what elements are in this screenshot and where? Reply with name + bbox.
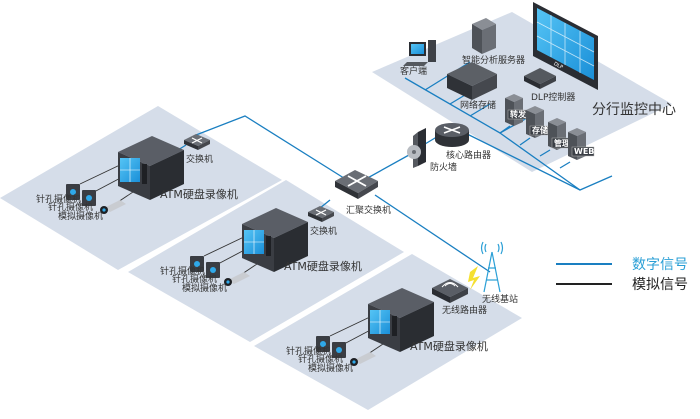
firewall[interactable] (407, 128, 426, 168)
pinhole-camera[interactable] (332, 342, 346, 358)
link-aggregation-switch2 (319, 199, 331, 209)
client-pc[interactable] (403, 40, 436, 66)
network-storage-label: 网络存储 (460, 99, 496, 111)
monitoring-center-panel (372, 12, 672, 172)
pinhole-camera-label: 针孔摄像机 (48, 201, 93, 213)
server-management[interactable]: 管理 (548, 118, 573, 150)
firewall-label: 防火墙 (430, 161, 457, 173)
branch-switch[interactable] (184, 134, 210, 150)
core-router-label: 核心路由器 (446, 149, 491, 161)
analog-camera-label: 模拟摄像机 (308, 362, 353, 374)
branch-switch[interactable] (308, 206, 334, 222)
atm-dvr-label: ATM硬盘录像机 (284, 259, 362, 273)
branch-switch-label: 交换机 (310, 225, 337, 237)
analog-camera-label: 模拟摄像机 (58, 210, 103, 222)
legend-digital-line (556, 263, 612, 265)
server-forward-label: 转发 (510, 109, 527, 119)
atm-dvr-label: ATM硬盘录像机 (160, 187, 238, 201)
legend-digital-label: 数字信号 (632, 257, 688, 273)
analog-camera[interactable] (100, 200, 126, 214)
analog-camera-label: 模拟摄像机 (182, 282, 227, 294)
wireless-router[interactable] (432, 279, 468, 303)
wireless-signal-icon (468, 266, 480, 290)
legend-analog: 模拟信号 (556, 274, 688, 294)
legend-digital: 数字信号 (556, 254, 688, 274)
atm-dvr[interactable] (118, 136, 184, 200)
legend-analog-line (556, 283, 612, 285)
atm-dvr-label: ATM硬盘录像机 (410, 339, 488, 353)
analog-camera[interactable] (350, 352, 376, 366)
pinhole-camera[interactable] (206, 262, 220, 278)
pinhole-camera[interactable] (66, 184, 80, 200)
analysis-server-label: 智能分析服务器 (462, 54, 525, 66)
pinhole-camera-label: 针孔摄像机 (160, 265, 205, 277)
server-forward[interactable]: 转发 (505, 94, 527, 126)
dlp-controller[interactable] (524, 68, 556, 89)
server-web-label: WEB (574, 147, 594, 156)
pinhole-camera-label: 针孔摄像机 (298, 353, 343, 365)
server-web[interactable]: WEB (568, 128, 594, 160)
atm-dvr[interactable] (368, 288, 434, 352)
client-label: 客户端 (400, 65, 427, 77)
dlp-controller-label: DLP控制器 (531, 91, 575, 103)
aggregation-switch[interactable] (335, 170, 378, 199)
server-management-label: 管理 (554, 138, 570, 148)
server-storage[interactable]: 存储 (526, 106, 549, 138)
pinhole-camera[interactable] (82, 190, 96, 206)
pinhole-camera-label: 针孔摄像机 (286, 345, 331, 357)
legend-analog-label: 模拟信号 (632, 277, 688, 293)
link-switch1-aggregation (195, 115, 356, 186)
analysis-server[interactable] (472, 18, 496, 54)
branch-switch-label: 交换机 (186, 153, 213, 165)
analog-camera[interactable] (224, 272, 250, 286)
dlp-brand: DLP (552, 61, 563, 71)
pinhole-camera-label: 针孔摄像机 (172, 273, 217, 285)
dlp-video-wall[interactable]: DLP (533, 2, 598, 90)
network-storage[interactable] (447, 62, 497, 100)
server-storage-label: 存储 (531, 125, 548, 135)
base-station-label: 无线基站 (482, 293, 518, 305)
wireless-router-label: 无线路由器 (442, 304, 487, 316)
legend: 数字信号 模拟信号 (556, 254, 688, 294)
atm-dvr[interactable] (242, 208, 308, 272)
pinhole-camera[interactable] (316, 336, 330, 352)
link-aggregation-basestation (374, 194, 491, 273)
base-station-icon[interactable] (480, 241, 504, 293)
pinhole-camera-label: 针孔摄像机 (36, 193, 81, 205)
aggregation-switch-label: 汇聚交换机 (346, 204, 391, 216)
pinhole-camera[interactable] (190, 256, 204, 272)
monitoring-center-title: 分行监控中心 (592, 102, 676, 118)
core-router[interactable] (435, 123, 469, 147)
